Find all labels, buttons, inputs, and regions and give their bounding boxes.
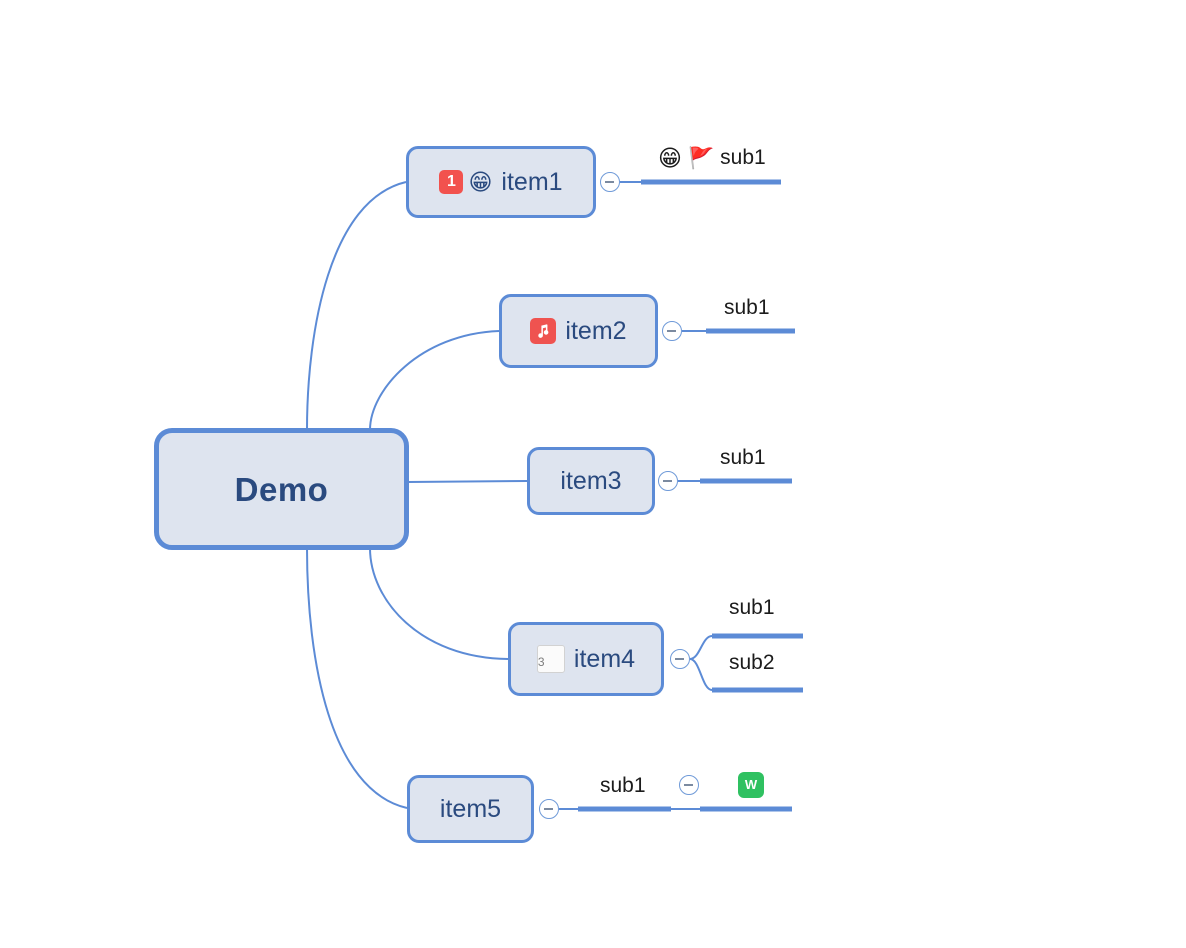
subnode-item4-sub1-label: sub1: [729, 596, 775, 619]
root-node-label: Demo: [234, 470, 329, 508]
root-node-demo[interactable]: Demo: [154, 428, 409, 550]
connector-item4-sub2: [689, 658, 713, 691]
subnode-item2-sub1[interactable]: sub1: [724, 296, 770, 320]
badge-1-icon: 1: [439, 170, 464, 194]
calendar-day-number: 3: [537, 655, 545, 669]
subnode-item5-sub1-child[interactable]: W: [738, 772, 764, 798]
subnode-item3-sub1-label: sub1: [720, 446, 766, 469]
connector-root-item1: [306, 181, 407, 431]
collapse-toggle-item3[interactable]: [658, 471, 678, 491]
node-item3[interactable]: item3: [527, 447, 655, 515]
node-item1-label: item1: [501, 167, 563, 196]
subnode-item3-sub1[interactable]: sub1: [720, 446, 766, 470]
subnode-item1-sub1[interactable]: 😁 🚩 sub1: [658, 146, 766, 170]
music-note-icon: [530, 318, 557, 344]
subnode-item5-sub1[interactable]: sub1: [600, 774, 646, 798]
grinning-face-emoji-icon: 😁: [658, 144, 682, 171]
wps-writer-icon: W: [738, 772, 764, 798]
collapse-toggle-item5-sub1[interactable]: [679, 775, 699, 795]
calendar-3-icon: 3: [536, 645, 565, 673]
connector-root-item3: [407, 480, 528, 483]
node-item4-icons: 3: [536, 645, 565, 673]
node-item2-label: item2: [565, 316, 627, 345]
node-item1-icons: 1 😁: [439, 170, 492, 194]
grinning-face-emoji-icon: 😁: [468, 168, 493, 195]
collapse-toggle-item5[interactable]: [539, 799, 559, 819]
node-item5-label: item5: [439, 794, 502, 823]
collapse-toggle-item1[interactable]: [600, 172, 620, 192]
node-item1[interactable]: 1 😁 item1: [406, 146, 596, 218]
subnode-item4-sub2-label: sub2: [729, 651, 775, 674]
node-item4-label: item4: [573, 644, 636, 673]
red-flag-icon: 🚩: [687, 146, 715, 170]
subnode-item5-sub1-label: sub1: [600, 774, 646, 797]
node-item5[interactable]: item5: [407, 775, 534, 843]
connector-root-item4: [369, 547, 509, 660]
node-item2-icons: [530, 318, 557, 344]
subnode-item4-sub2[interactable]: sub2: [729, 651, 775, 675]
subnode-item2-sub1-label: sub1: [724, 296, 770, 319]
node-item2[interactable]: item2: [499, 294, 658, 368]
connector-item4-sub1: [689, 635, 713, 660]
node-item3-label: item3: [560, 466, 622, 495]
connector-root-item5: [306, 547, 408, 809]
collapse-toggle-item4[interactable]: [670, 649, 690, 669]
collapse-toggle-item2[interactable]: [662, 321, 682, 341]
connector-root-item2: [369, 330, 500, 431]
subnode-item1-sub1-label: sub1: [720, 146, 766, 169]
subnode-item4-sub1[interactable]: sub1: [729, 596, 775, 620]
node-item4[interactable]: 3 item4: [508, 622, 664, 696]
